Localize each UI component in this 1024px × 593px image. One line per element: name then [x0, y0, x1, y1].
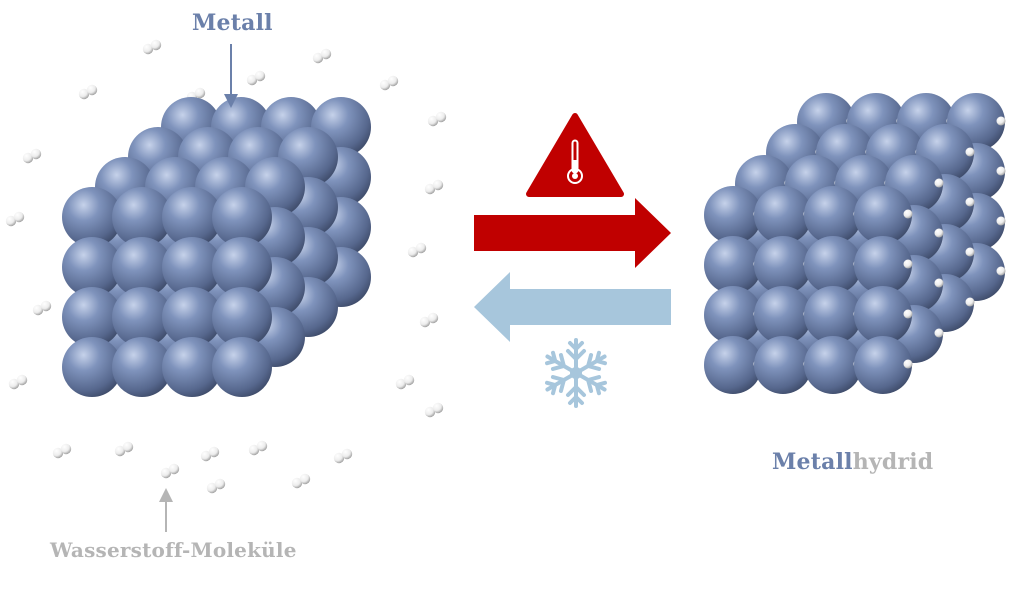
- metal-atom: [804, 336, 862, 394]
- metal-lattice: [62, 97, 371, 397]
- metal-atom: [162, 237, 222, 297]
- metal-atom: [62, 287, 122, 347]
- hydrogen-atom: [903, 259, 913, 269]
- hydrogen-atom: [996, 266, 1006, 276]
- hydrogen-atom: [934, 278, 944, 288]
- metal-atom: [112, 187, 172, 247]
- metal-atom: [212, 237, 272, 297]
- hydrogen-molecule: [419, 312, 439, 328]
- hydrogen-molecule: [142, 39, 162, 55]
- hydrogen-atom: [965, 297, 975, 307]
- hydrogen-molecule: [333, 448, 353, 464]
- hydrogen-molecule: [206, 478, 226, 494]
- hydrogen-atom: [965, 247, 975, 257]
- hydrogen-molecule: [248, 440, 268, 456]
- hydrogen-atom: [996, 166, 1006, 176]
- metal-atom: [704, 236, 762, 294]
- hydrogen-molecule: [52, 443, 72, 459]
- hydrogen-molecule: [5, 211, 25, 227]
- metal-atom: [854, 286, 912, 344]
- metal-atom: [854, 186, 912, 244]
- hydrogen-atom: [996, 216, 1006, 226]
- metal-atom: [112, 337, 172, 397]
- metal-atom: [162, 287, 222, 347]
- hydrogen-molecule: [427, 111, 447, 127]
- hydrogen-atom: [903, 309, 913, 319]
- hydrogen-molecule: [395, 374, 415, 390]
- metal-atom: [754, 186, 812, 244]
- hydrogen-atom: [965, 197, 975, 207]
- hydrogen-molecule: [424, 402, 444, 418]
- metal-atom: [212, 187, 272, 247]
- metal-hydride-label: Metallhydrid: [772, 449, 933, 475]
- hydrogen-atom: [934, 178, 944, 188]
- metal-atom: [112, 237, 172, 297]
- hydrogen-atom: [934, 328, 944, 338]
- metal-atom: [112, 287, 172, 347]
- metal-hydride-label-part1: Metall: [772, 449, 853, 475]
- metal-atom: [754, 286, 812, 344]
- metal-atom: [854, 336, 912, 394]
- hydrogen-atom: [903, 359, 913, 369]
- metal-atom: [804, 286, 862, 344]
- hydrogen-molecule: [78, 84, 98, 100]
- hydrogen-atom: [934, 228, 944, 238]
- hydrogen-molecule: [291, 473, 311, 489]
- hydrogen-molecule: [407, 242, 427, 258]
- hydrogen-atom: [903, 209, 913, 219]
- hydrogen-molecule: [200, 446, 220, 462]
- hydrogen-atom: [965, 147, 975, 157]
- hydrogen-molecule: [312, 48, 332, 64]
- metal-hydride-label-part2: hydrid: [852, 449, 934, 475]
- hydrogen-molecule: [379, 75, 399, 91]
- metal-label: Metall: [192, 10, 273, 36]
- thermometer-warning-icon: [526, 113, 624, 197]
- metal-atom: [212, 287, 272, 347]
- metal-atom: [212, 337, 272, 397]
- metal-atom: [704, 286, 762, 344]
- hydrogen-pointer-arrow: [159, 488, 173, 532]
- hydrogen-atom: [996, 116, 1006, 126]
- metal-pointer-arrow: [224, 44, 238, 108]
- metal-atom: [62, 237, 122, 297]
- hydrogen-molecule: [22, 148, 42, 164]
- metal-atom: [704, 336, 762, 394]
- metal-atom: [62, 337, 122, 397]
- metal-hydride-lattice: [704, 93, 1006, 394]
- hydrogen-molecule: [32, 300, 52, 316]
- metal-atom: [704, 186, 762, 244]
- metal-atom: [162, 337, 222, 397]
- hydrogen-molecule: [160, 463, 180, 479]
- hydrogen-molecules-label: Wasserstoff-Moleküle: [50, 538, 297, 562]
- hydrogen-molecule: [424, 179, 444, 195]
- metal-atom: [804, 186, 862, 244]
- metal-atom: [62, 187, 122, 247]
- metal-atom: [754, 236, 812, 294]
- absorption-arrow: [474, 198, 671, 268]
- hydrogen-molecule: [114, 441, 134, 457]
- snowflake-icon: [541, 338, 611, 408]
- metal-atom: [804, 236, 862, 294]
- metal-atom: [162, 187, 222, 247]
- metal-atom: [754, 336, 812, 394]
- desorption-arrow: [474, 272, 671, 342]
- hydrogen-molecule: [246, 70, 266, 86]
- metal-atom: [854, 236, 912, 294]
- hydrogen-molecule: [8, 374, 28, 390]
